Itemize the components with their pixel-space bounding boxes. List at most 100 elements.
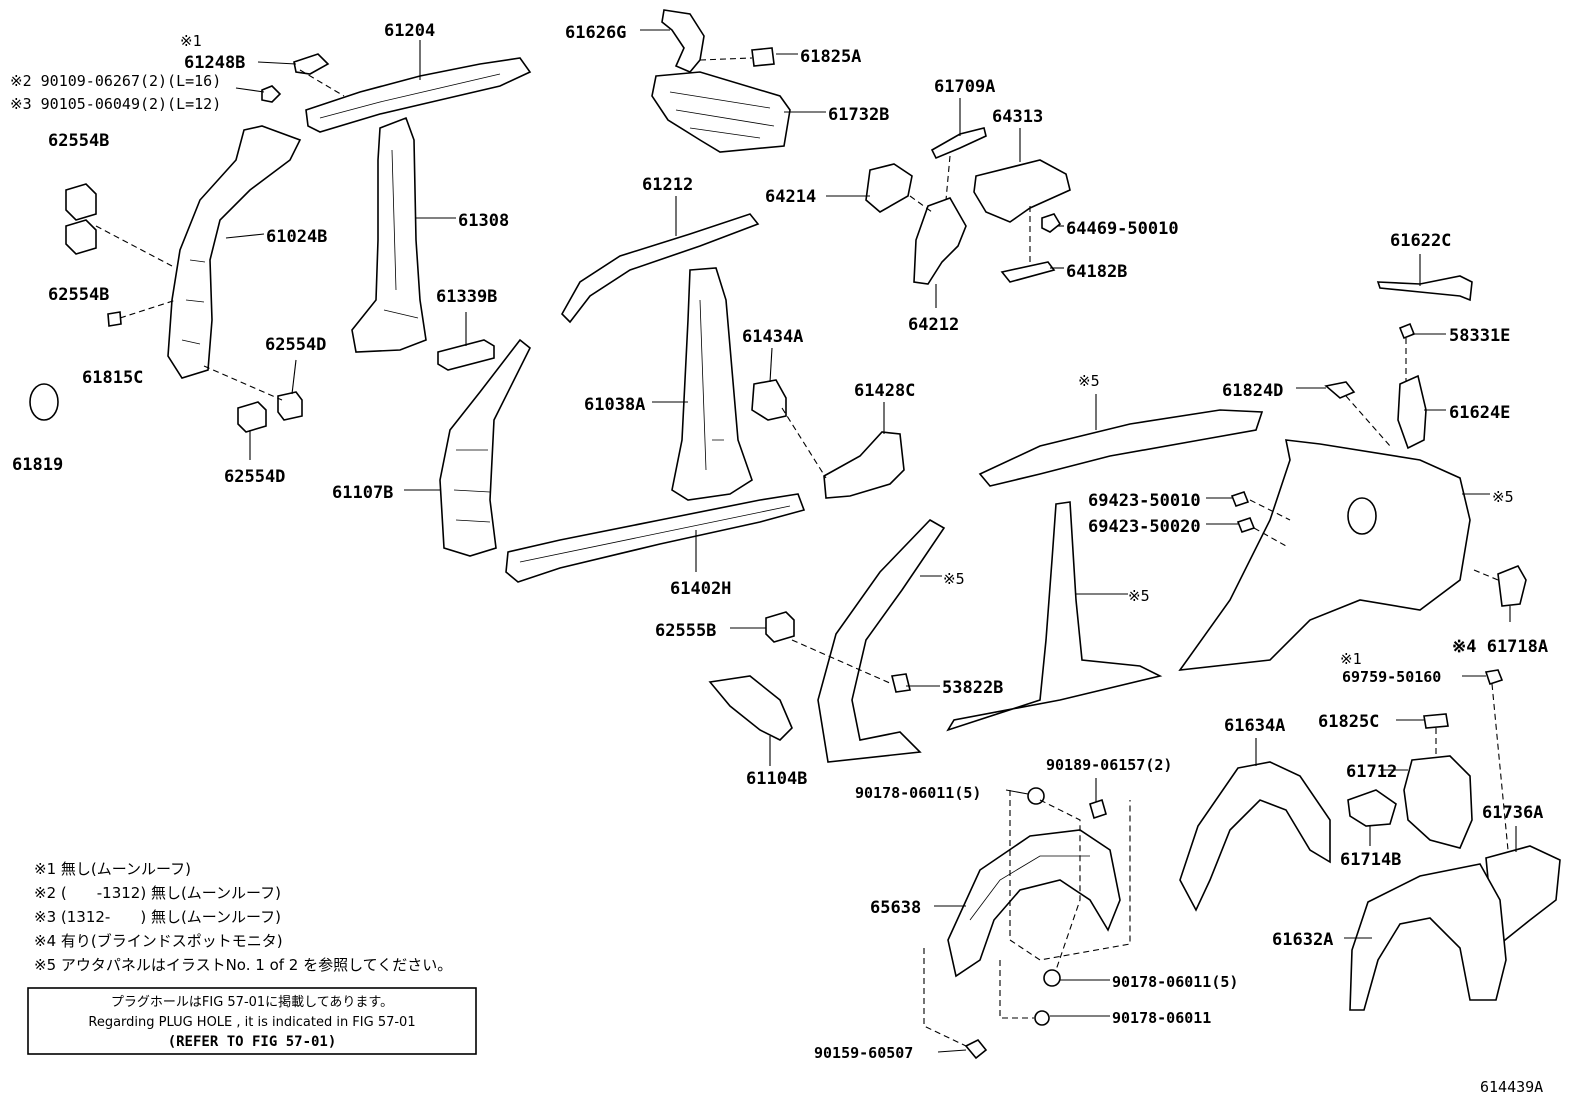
part-61825c-shape xyxy=(1423,713,1449,729)
label-90105-06049: ※3 90105-06049(2)(L=12) xyxy=(10,95,221,113)
fuel-lid-opening-shape xyxy=(1347,497,1377,535)
footnote-2: ※2 ( -1312) 無し(ムーンルーフ) xyxy=(34,884,281,902)
bolt-90159-shape xyxy=(964,1038,988,1060)
label-90178-06011-upper: 90178-06011(5) xyxy=(855,784,981,802)
part-61107b-shape xyxy=(439,338,532,557)
clip-90189-shape xyxy=(1089,798,1107,820)
label-note1-marker-clip: ※1 xyxy=(1340,650,1362,668)
label-61732b: 61732B xyxy=(828,105,889,125)
label-61434a: 61434A xyxy=(742,327,803,347)
part-69423a-shape xyxy=(1230,491,1250,507)
label-64313: 64313 xyxy=(992,107,1043,127)
label-64182b: 64182B xyxy=(1066,262,1127,282)
part-69759-shape xyxy=(1484,669,1504,686)
part-64313-shape xyxy=(973,159,1071,223)
part-61402h-shape xyxy=(505,493,806,583)
roof-side-outer-shape xyxy=(978,409,1264,487)
label-61714b: 61714B xyxy=(1340,850,1401,870)
part-61819-shape xyxy=(29,383,59,421)
part-62554b-lower-shape xyxy=(65,219,97,255)
part-61622c-shape xyxy=(1376,275,1473,302)
part-62555b-shape xyxy=(765,611,795,643)
part-61626g-shape xyxy=(661,9,705,73)
part-61632a-shape xyxy=(1349,863,1507,1011)
label-61104b: 61104B xyxy=(746,769,807,789)
label-61709a: 61709A xyxy=(934,77,995,97)
label-note1-marker: ※1 xyxy=(180,32,202,50)
label-note5-marker-quarter: ※5 xyxy=(1492,488,1514,506)
part-61248b-shape xyxy=(293,53,330,75)
label-53822b: 53822B xyxy=(942,678,1003,698)
label-64214: 64214 xyxy=(765,187,816,207)
label-61204: 61204 xyxy=(384,21,435,41)
part-61624e-shape xyxy=(1397,374,1427,450)
part-64182b-shape xyxy=(1000,261,1056,283)
label-61718a: ※4 61718A xyxy=(1452,637,1548,657)
label-61024b: 61024B xyxy=(266,227,327,247)
footnote-4: ※4 有り(ブラインドスポットモニタ) xyxy=(34,932,283,950)
part-61712-shape xyxy=(1403,755,1473,849)
label-69423-50010: 69423-50010 xyxy=(1088,491,1201,511)
label-64212: 64212 xyxy=(908,315,959,335)
part-labels: 61626G 61825A 61732B 61204 ※1 61248B ※2 … xyxy=(10,21,1548,1096)
label-90189-06157: 90189-06157(2) xyxy=(1046,756,1172,774)
label-61107b: 61107B xyxy=(332,483,393,503)
center-pillar-outer-shape xyxy=(946,501,1163,732)
part-61428c-shape xyxy=(823,431,905,499)
part-61709a-shape xyxy=(930,127,987,160)
part-61434a-shape xyxy=(751,379,787,421)
part-65638-shape xyxy=(947,829,1121,978)
figure-number: 614439A xyxy=(1480,1078,1543,1096)
part-62554d-lower-shape xyxy=(237,401,267,433)
reference-box: プラグホールはFIG 57-01に掲載してあります。 Regarding PLU… xyxy=(27,987,477,1055)
label-65638: 65638 xyxy=(870,898,921,918)
part-53822b-shape xyxy=(891,673,911,693)
bolt-90109-shape xyxy=(261,85,282,103)
label-61622c: 61622C xyxy=(1390,231,1451,251)
reference-line-jp: プラグホールはFIG 57-01に掲載してあります。 xyxy=(111,994,393,1010)
part-61634a-shape xyxy=(1179,761,1331,912)
label-62554b-lower: 62554B xyxy=(48,285,109,305)
dashed-lines xyxy=(95,57,1509,1047)
label-61815c: 61815C xyxy=(82,368,143,388)
label-61038a: 61038A xyxy=(584,395,645,415)
label-61825c: 61825C xyxy=(1318,712,1379,732)
part-61024b-shape xyxy=(167,125,302,379)
footnotes: ※1 無し(ムーンルーフ) ※2 ( -1312) 無し(ムーンルーフ) ※3 … xyxy=(34,860,452,974)
part-61718a-shape xyxy=(1497,564,1527,607)
footnote-1: ※1 無し(ムーンルーフ) xyxy=(34,860,191,878)
part-61339b-shape xyxy=(437,339,495,371)
label-note5-marker-center: ※5 xyxy=(1128,587,1150,605)
part-62554d-upper-shape xyxy=(277,391,303,421)
label-58331e: 58331E xyxy=(1449,326,1510,346)
label-61339b: 61339B xyxy=(436,287,497,307)
nut-90178-single-shape xyxy=(1034,1010,1050,1026)
part-61732b-shape xyxy=(651,71,791,153)
label-62554b-upper: 62554B xyxy=(48,131,109,151)
part-64469-shape xyxy=(1041,213,1062,233)
part-64214-shape xyxy=(865,163,913,213)
label-69423-50020: 69423-50020 xyxy=(1088,517,1201,537)
label-61712: 61712 xyxy=(1346,762,1397,782)
label-61824d: 61824D xyxy=(1222,381,1283,401)
label-90178-06011-lower: 90178-06011(5) xyxy=(1112,973,1238,991)
label-62554d-lower: 62554D xyxy=(224,467,285,487)
part-61815c-shape xyxy=(107,311,122,327)
part-64212-shape xyxy=(913,197,967,285)
label-61736a: 61736A xyxy=(1482,803,1543,823)
reference-line-refer: (REFER TO FIG 57-01) xyxy=(168,1034,337,1050)
label-61819: 61819 xyxy=(12,455,63,475)
part-61038a-shape xyxy=(671,267,753,501)
label-90178-06011-single: 90178-06011 xyxy=(1112,1009,1211,1027)
part-shapes xyxy=(29,9,1561,1060)
reference-line-en: Regarding PLUG HOLE , it is indicated in… xyxy=(88,1015,415,1030)
part-58331e-shape xyxy=(1398,322,1416,340)
part-62554b-upper-shape xyxy=(65,183,97,221)
label-62554d-upper: 62554D xyxy=(265,335,326,355)
label-90159-60507: 90159-60507 xyxy=(814,1044,913,1062)
label-64469-50010: 64469-50010 xyxy=(1066,219,1179,239)
label-61825a: 61825A xyxy=(800,47,861,67)
part-61204-shape xyxy=(305,57,532,133)
